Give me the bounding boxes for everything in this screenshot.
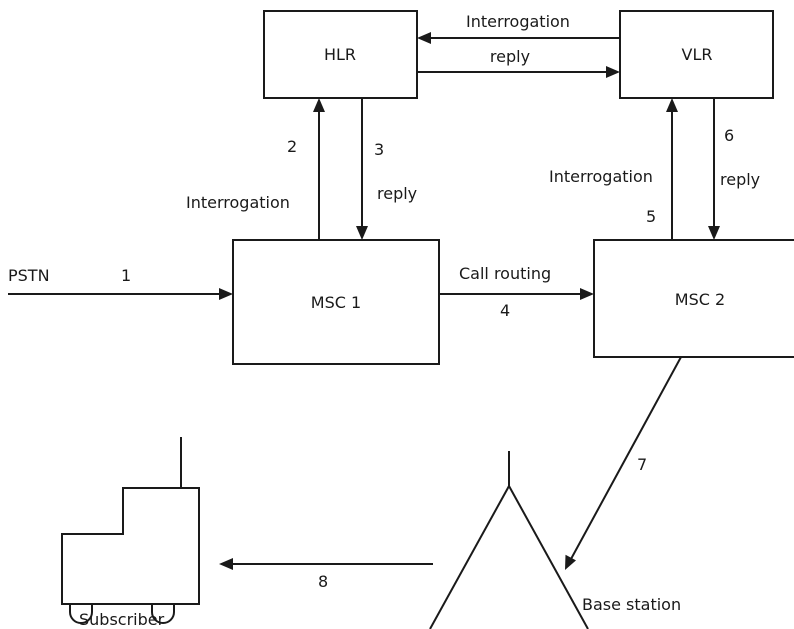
step-5-label: 5	[646, 207, 656, 226]
arrow-msc2-to-base-station	[565, 356, 682, 570]
arrow-pstn-to-msc1	[8, 288, 233, 300]
step-1-label: 1	[121, 266, 131, 285]
arrow-hlr-to-msc1	[356, 98, 368, 240]
arrow-msc1-to-hlr	[313, 98, 325, 240]
arrow-hlr-to-vlr	[417, 66, 620, 78]
call-routing-label: Call routing	[459, 264, 551, 283]
hlr-label: HLR	[324, 45, 356, 64]
msc2-box	[593, 239, 794, 358]
interrogation-msc1-label: Interrogation	[186, 193, 290, 212]
arrow-vlr-to-msc2	[708, 98, 720, 240]
step-6-label: 6	[724, 126, 734, 145]
subscriber-label: Subscriber	[79, 610, 165, 629]
subscriber-vehicle-icon	[61, 437, 200, 624]
step-2-label: 2	[287, 137, 297, 156]
vlr-label: VLR	[682, 45, 713, 64]
step-3-label: 3	[374, 140, 384, 159]
msc1-label: MSC 1	[311, 293, 361, 312]
reply-msc1-label: reply	[377, 184, 417, 203]
step-4-label: 4	[500, 301, 510, 320]
arrow-msc1-to-msc2	[439, 288, 594, 300]
pstn-label: PSTN	[8, 266, 50, 285]
msc2-label: MSC 2	[675, 290, 725, 309]
interrogation-msc2-label: Interrogation	[549, 167, 653, 186]
msc1-box	[232, 239, 440, 365]
base-station-antenna-icon	[429, 451, 589, 629]
step-7-label: 7	[637, 455, 647, 474]
reply-msc2-label: reply	[720, 170, 760, 189]
arrow-base-station-to-subscriber	[219, 558, 433, 570]
arrow-vlr-to-hlr	[417, 32, 620, 44]
base-station-label: Base station	[582, 595, 681, 614]
interrogation-hlr-vlr-label: Interrogation	[466, 12, 570, 31]
vlr-box	[619, 10, 774, 99]
step-8-label: 8	[318, 572, 328, 591]
reply-hlr-vlr-label: reply	[490, 47, 530, 66]
hlr-box	[263, 10, 418, 99]
arrow-msc2-to-vlr	[666, 98, 678, 240]
